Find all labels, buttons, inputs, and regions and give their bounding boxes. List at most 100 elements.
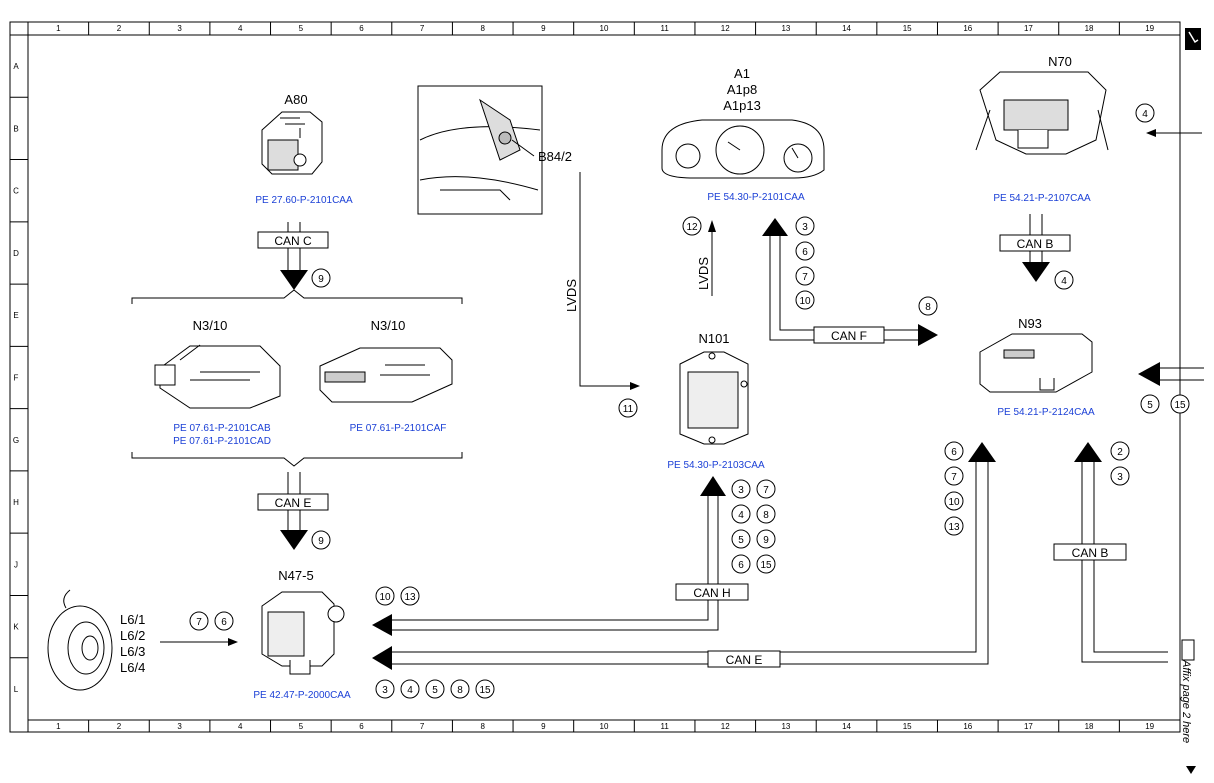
grid-col-label: 8 (481, 722, 486, 731)
grid-row-label: D (13, 249, 19, 258)
grid-col-label: 18 (1085, 24, 1094, 33)
grid-col-label: 17 (1024, 722, 1033, 731)
grid-col-label: 14 (842, 722, 851, 731)
component-n70: N70 PE 54.21-P-2107CAA (975, 54, 1109, 204)
svg-text:6: 6 (802, 247, 808, 258)
svg-text:L6/3: L6/3 (120, 644, 145, 659)
link-lvds-2: LVDS (696, 220, 716, 296)
component-n101: N101 PE 54.30-P-2103CAA (667, 331, 765, 471)
incoming-arrow-n93 (1138, 362, 1204, 386)
svg-text:8: 8 (763, 510, 769, 521)
grid-col-label: 11 (660, 722, 669, 731)
svg-text:N93: N93 (1018, 316, 1042, 331)
grid-col-label: 5 (299, 722, 304, 731)
svg-text:N3/10: N3/10 (193, 318, 228, 333)
svg-text:4: 4 (1061, 276, 1067, 287)
svg-text:6: 6 (738, 560, 744, 571)
markers-n93-right: 5 15 (1140, 394, 1190, 414)
svg-text:9: 9 (318, 274, 324, 285)
svg-text:A1p8: A1p8 (727, 82, 757, 97)
svg-text:10: 10 (799, 296, 811, 307)
a80-label: A80 (284, 92, 307, 107)
svg-text:7: 7 (196, 617, 202, 628)
grid-col-label: 5 (299, 24, 304, 33)
grid-col-label: 15 (903, 722, 912, 731)
svg-text:PE 54.21-P-2124CAA: PE 54.21-P-2124CAA (997, 407, 1095, 418)
grid-row-label: F (14, 374, 19, 383)
grid-col-label: 14 (842, 24, 851, 33)
grid-col-label: 7 (420, 24, 425, 33)
svg-text:N3/10: N3/10 (371, 318, 406, 333)
svg-text:3: 3 (738, 485, 744, 496)
marker-9a: 9 (311, 268, 331, 288)
svg-text:8: 8 (925, 302, 931, 313)
svg-text:LVDS: LVDS (696, 257, 711, 290)
svg-text:PE 54.30-P-2101CAA: PE 54.30-P-2101CAA (707, 192, 805, 203)
grid-col-label: 13 (781, 722, 790, 731)
bus-can-c: CAN C (257, 222, 329, 290)
svg-text:13: 13 (948, 522, 960, 533)
marker-8a: 8 (918, 296, 938, 316)
svg-text:L6/2: L6/2 (120, 628, 145, 643)
svg-text:PE 54.21-P-2107CAA: PE 54.21-P-2107CAA (993, 193, 1091, 204)
svg-text:A1: A1 (734, 66, 750, 81)
component-a1: A1 A1p8 A1p13 PE 54.30-P-2101CAA (661, 66, 825, 203)
svg-text:12: 12 (686, 222, 698, 233)
a80-pe: PE 27.60-P-2101CAA (255, 195, 353, 206)
brace-bottom (131, 452, 463, 467)
svg-text:5: 5 (432, 685, 438, 696)
markers-bottom-row: 3 4 5 8 15 (375, 679, 495, 699)
grid-col-label: 10 (600, 722, 609, 731)
bus-can-e-top: CAN E (257, 472, 329, 550)
grid-col-label: 2 (117, 722, 122, 731)
svg-text:2: 2 (1117, 447, 1123, 458)
svg-text:8: 8 (457, 685, 463, 696)
svg-text:13: 13 (404, 592, 416, 603)
grid-col-label: 7 (420, 722, 425, 731)
grid-col-label: 19 (1145, 24, 1154, 33)
grid-col-label: 2 (117, 24, 122, 33)
svg-text:LVDS: LVDS (564, 279, 579, 312)
grid-col-label: 6 (359, 24, 364, 33)
svg-text:6: 6 (951, 447, 957, 458)
clip-icon (1185, 28, 1201, 50)
markers-n101-grid: 3 7 4 8 5 9 6 15 (731, 479, 776, 574)
svg-text:15: 15 (760, 560, 772, 571)
incoming-arrow-n70 (1146, 129, 1202, 137)
grid-col-label: 12 (721, 722, 730, 731)
component-n93: N93 PE 54.21-P-2124CAA (979, 316, 1095, 418)
svg-text:15: 15 (479, 685, 491, 696)
svg-text:N47-5: N47-5 (278, 568, 313, 583)
svg-text:3: 3 (1117, 472, 1123, 483)
svg-text:9: 9 (318, 536, 324, 547)
bus-can-f: CAN F (762, 218, 938, 346)
grid-row-label: C (13, 187, 19, 196)
svg-text:CAN H: CAN H (693, 586, 730, 600)
svg-text:CAN F: CAN F (831, 329, 867, 343)
frame (9, 21, 1181, 733)
can-c-label: CAN C (274, 234, 312, 248)
bus-can-b-top: CAN B (999, 214, 1071, 282)
component-n47-5: N47-5 PE 42.47-P-2000CAA (253, 568, 351, 701)
svg-text:4: 4 (407, 685, 413, 696)
grid-col-label: 10 (600, 24, 609, 33)
svg-text:11: 11 (623, 404, 634, 415)
svg-text:PE 07.61-P-2101CAB: PE 07.61-P-2101CAB (173, 423, 271, 434)
grid-col-label: 11 (660, 24, 669, 33)
svg-text:N70: N70 (1048, 54, 1072, 69)
marker-6c: 6 (214, 611, 234, 631)
grid-row-label: H (13, 498, 19, 507)
svg-text:15: 15 (1174, 400, 1186, 411)
marker-12: 12 (682, 216, 702, 236)
bus-can-b-bottom: CAN B (1053, 442, 1168, 663)
marker-7c: 7 (189, 611, 209, 631)
markers-10-13: 10 13 (375, 586, 420, 606)
page-connector: Affix page 2 here (1180, 639, 1196, 774)
grid-row-label: G (13, 436, 19, 445)
svg-text:10: 10 (379, 592, 391, 603)
svg-text:L6/1: L6/1 (120, 612, 145, 627)
grid-row-label: E (13, 311, 18, 320)
marker-11: 11 (618, 398, 638, 418)
